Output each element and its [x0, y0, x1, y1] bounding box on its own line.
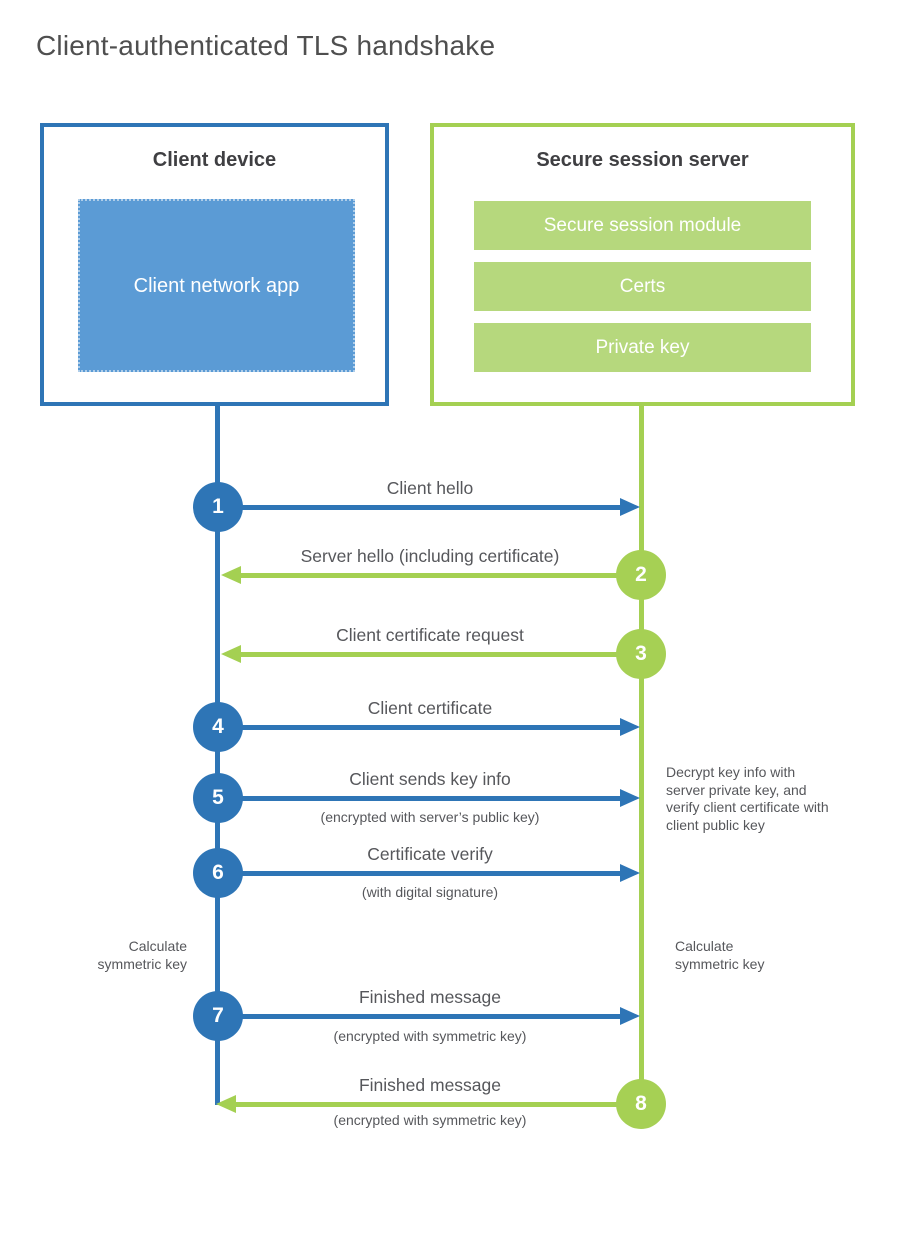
message-label-step-1: Client hello [386, 478, 474, 498]
message-label-step-4: Client certificate [367, 698, 493, 718]
message-label-step-3: Client certificate request [336, 625, 524, 645]
message-sublabel-step-5: (encrypted with server’s public key) [320, 809, 540, 825]
arrow-step-4 [218, 725, 620, 730]
step-circle-3: 3 [616, 629, 666, 679]
message-sublabel-step-8: (encrypted with symmetric key) [333, 1112, 527, 1128]
message-label-step-2: Server hello (including certificate) [300, 546, 560, 566]
arrowhead-step-6 [620, 864, 640, 882]
arrowhead-step-7 [620, 1007, 640, 1025]
client-network-app-box: Client network app [78, 199, 355, 372]
note-calculate-symmetric-key-server: Calculate symmetric key [675, 938, 765, 972]
step-circle-1: 1 [193, 482, 243, 532]
client-device-box: Client device Client network app [40, 123, 389, 406]
step-circle-5: 5 [193, 773, 243, 823]
server-module-private-key: Private key [474, 323, 811, 372]
client-lifeline [215, 405, 220, 1105]
client-device-title: Client device [152, 149, 277, 171]
page-title: Client-authenticated TLS handshake [36, 30, 496, 61]
arrow-step-1 [218, 505, 620, 510]
message-label-step-6: Certificate verify [367, 844, 493, 864]
arrow-step-8 [235, 1102, 641, 1107]
server-module-certs: Certs [474, 262, 811, 311]
arrowhead-step-3 [221, 645, 241, 663]
message-label-step-7: Finished message [358, 987, 502, 1007]
message-sublabel-step-7: (encrypted with symmetric key) [333, 1028, 527, 1044]
arrowhead-step-8 [216, 1095, 236, 1113]
arrow-step-7 [218, 1014, 620, 1019]
step-circle-2: 2 [616, 550, 666, 600]
message-label-step-8: Finished message [358, 1075, 502, 1095]
server-box: Secure session server Secure session mod… [430, 123, 855, 406]
arrowhead-step-5 [620, 789, 640, 807]
server-lifeline [639, 405, 644, 1105]
arrow-step-6 [218, 871, 620, 876]
step-circle-6: 6 [193, 848, 243, 898]
note-decrypt-key-info: Decrypt key info with server private key… [666, 764, 829, 833]
server-module-secure-session: Secure session module [474, 201, 811, 250]
arrow-step-5 [218, 796, 620, 801]
step-circle-7: 7 [193, 991, 243, 1041]
step-circle-8: 8 [616, 1079, 666, 1129]
server-title: Secure session server [536, 149, 749, 171]
message-sublabel-step-6: (with digital signature) [361, 884, 499, 900]
message-label-step-5: Client sends key info [349, 769, 511, 789]
arrow-step-2 [240, 573, 641, 578]
step-circle-4: 4 [193, 702, 243, 752]
arrowhead-step-1 [620, 498, 640, 516]
note-calculate-symmetric-key-client: Calculate symmetric key [97, 938, 187, 972]
arrow-step-3 [240, 652, 641, 657]
arrowhead-step-4 [620, 718, 640, 736]
arrowhead-step-2 [221, 566, 241, 584]
